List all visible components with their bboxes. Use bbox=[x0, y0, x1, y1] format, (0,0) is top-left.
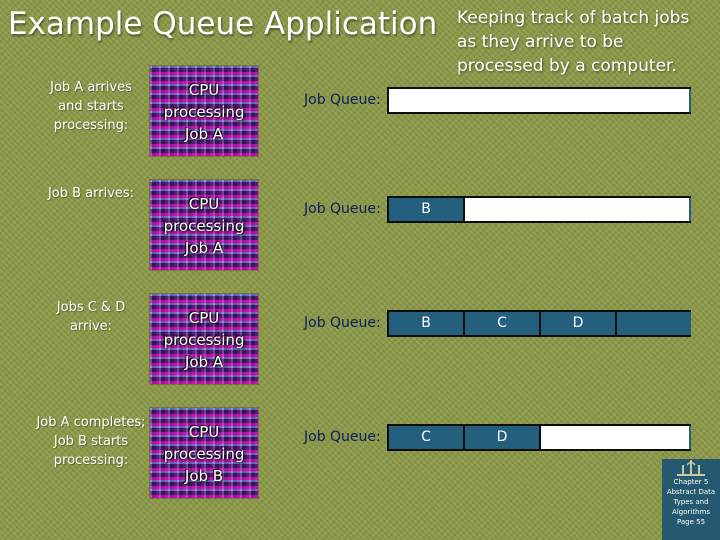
step-2-cpu-text: CPU processing Job A bbox=[150, 193, 258, 259]
cpu-line-3: Job B bbox=[184, 467, 224, 485]
step-2-cpu-image: CPU processing Job A bbox=[150, 180, 258, 270]
queue-slot: C bbox=[465, 312, 541, 335]
cpu-line-3: Job A bbox=[184, 125, 224, 143]
queue-empty-space bbox=[465, 198, 689, 221]
footer-line-3: Types and bbox=[673, 498, 709, 506]
step-1-cpu-text: CPU processing Job A bbox=[150, 79, 258, 145]
cpu-line-1: CPU bbox=[188, 309, 220, 327]
step-4-queue: C D bbox=[387, 424, 691, 451]
step-1-queue bbox=[387, 87, 691, 114]
step-3-cpu-image: CPU processing Job A bbox=[150, 294, 258, 384]
university-logo-icon bbox=[677, 460, 705, 476]
footer-line-4: Algorithms bbox=[672, 508, 710, 516]
cpu-line-2: processing bbox=[163, 331, 245, 349]
step-3-label: Jobs C & D arrive: bbox=[56, 300, 126, 334]
step-1-label: Job A arrives and starts processing: bbox=[50, 80, 132, 133]
queue-slot: B bbox=[389, 198, 465, 221]
step-1-queue-label: Job Queue: bbox=[304, 92, 381, 108]
footer-line-1: Chapter 5 bbox=[673, 478, 709, 486]
slide-title: Example Queue Application bbox=[8, 6, 438, 42]
footer-line-2: Abstract Data bbox=[666, 488, 716, 496]
queue-slot: C bbox=[389, 426, 465, 449]
slide-subtitle: Keeping track of batch jobs as they arri… bbox=[457, 8, 690, 76]
step-3-queue: B C D bbox=[387, 310, 691, 337]
cpu-line-1: CPU bbox=[188, 423, 220, 441]
cpu-line-3: Job A bbox=[184, 239, 224, 257]
footer-line-5: Page 55 bbox=[676, 518, 706, 526]
step-2-queue-label: Job Queue: bbox=[304, 201, 381, 217]
step-2-queue: B bbox=[387, 196, 691, 223]
step-3-queue-label: Job Queue: bbox=[304, 315, 381, 331]
cpu-line-2: processing bbox=[163, 103, 245, 121]
queue-empty-space bbox=[541, 426, 689, 449]
step-4-cpu-image: CPU processing Job B bbox=[150, 408, 258, 498]
cpu-line-1: CPU bbox=[188, 81, 220, 99]
queue-slot: B bbox=[389, 312, 465, 335]
queue-slot bbox=[617, 312, 689, 335]
step-2-label: Job B arrives: bbox=[47, 186, 135, 201]
cpu-line-3: Job A bbox=[184, 353, 224, 371]
cpu-line-1: CPU bbox=[188, 195, 220, 213]
step-4-queue-label: Job Queue: bbox=[304, 429, 381, 445]
step-4-cpu-text: CPU processing Job B bbox=[150, 421, 258, 487]
cpu-line-2: processing bbox=[163, 445, 245, 463]
step-3-cpu-text: CPU processing Job A bbox=[150, 307, 258, 373]
step-4-label: Job A completes; Job B starts processing… bbox=[36, 415, 146, 468]
queue-empty-space bbox=[389, 89, 689, 112]
queue-slot: D bbox=[465, 426, 541, 449]
step-1-cpu-image: CPU processing Job A bbox=[150, 66, 258, 156]
queue-slot: D bbox=[541, 312, 617, 335]
cpu-line-2: processing bbox=[163, 217, 245, 235]
